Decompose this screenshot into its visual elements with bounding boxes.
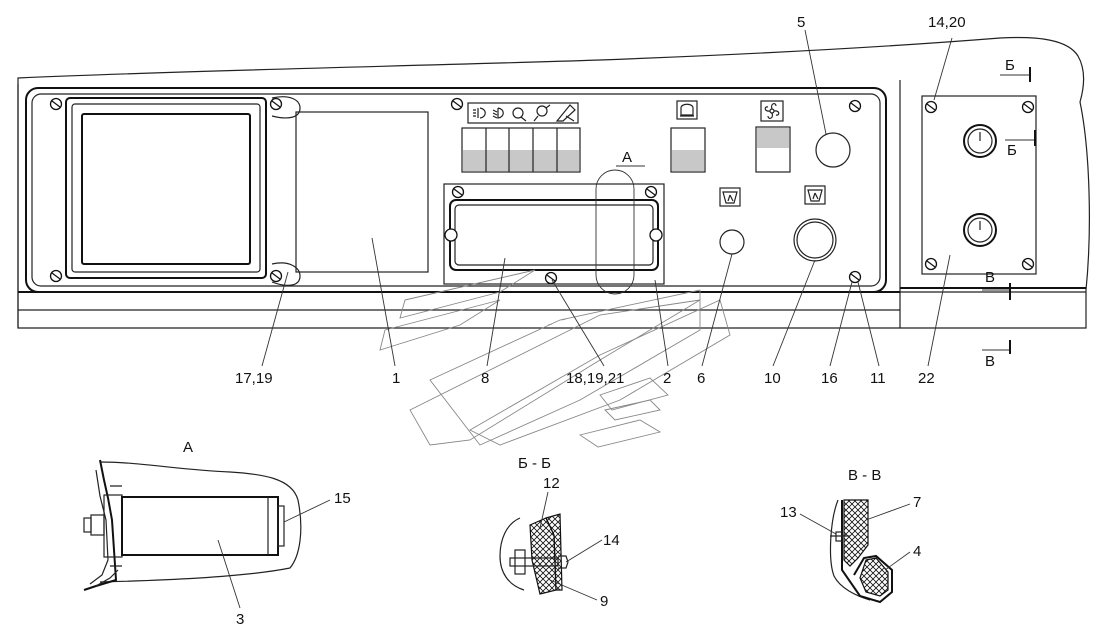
washer-icon <box>807 189 823 202</box>
callout-16: 16 <box>821 370 838 387</box>
detail-a-callout-3: 3 <box>236 611 244 628</box>
detail-vv-title: В - В <box>848 467 881 484</box>
light-switch-block <box>461 102 581 173</box>
callout-10: 10 <box>764 370 781 387</box>
detail-vv-callout-13: 13 <box>780 504 797 521</box>
section-v-mid: В <box>985 269 995 286</box>
section-b-mid: Б <box>1007 142 1017 159</box>
callout-22: 22 <box>918 370 935 387</box>
screw <box>848 270 862 284</box>
screw <box>924 100 938 114</box>
power-button-upper[interactable] <box>963 124 997 158</box>
callout-1: 1 <box>392 370 400 387</box>
screw <box>269 269 283 283</box>
instrument-plate <box>295 111 429 273</box>
callout-18-19-21: 18,19,21 <box>566 370 624 387</box>
callout-17-19: 17,19 <box>235 370 273 387</box>
power-button-lower[interactable] <box>963 213 997 247</box>
callout-11: 11 <box>870 370 886 387</box>
detail-bb-callout-12: 12 <box>543 475 560 492</box>
low-beam-icon <box>492 107 504 119</box>
screw <box>450 97 464 111</box>
callout-5: 5 <box>797 14 805 31</box>
section-b-top: Б <box>1005 57 1015 74</box>
screw <box>644 185 658 199</box>
work-light-icon <box>533 104 551 122</box>
section-markers: А Б Б В В <box>616 57 1036 370</box>
knob-5[interactable] <box>815 132 851 168</box>
callout-2: 2 <box>663 370 671 387</box>
detail-bb-callout-14: 14 <box>603 532 620 549</box>
beacon-icon <box>680 103 694 117</box>
screw <box>924 257 938 271</box>
leader-lines <box>261 29 953 367</box>
right-switch-panel <box>921 95 1037 275</box>
wiper-icon <box>555 104 576 122</box>
center-window <box>443 169 665 295</box>
screw <box>49 97 63 111</box>
screw <box>544 271 558 285</box>
washer-icon <box>722 191 738 204</box>
section-a-top: А <box>622 149 632 166</box>
display-unit <box>49 96 301 286</box>
detail-a-title: А <box>183 439 193 456</box>
screw <box>49 269 63 283</box>
exploded-projection <box>379 269 731 448</box>
detail-bb-title: Б - Б <box>518 455 551 472</box>
section-v-bottom: В <box>985 353 995 370</box>
detail-bb-callout-9: 9 <box>600 593 608 610</box>
screw <box>269 97 283 111</box>
detail-vv: В - В 13 7 4 <box>780 467 921 604</box>
button-10[interactable] <box>793 218 837 262</box>
fog-light-icon <box>512 107 527 122</box>
detail-vv-callout-4: 4 <box>913 543 921 560</box>
washer-indicator-right <box>804 185 826 205</box>
button-6[interactable] <box>719 229 745 255</box>
callout-6: 6 <box>697 370 705 387</box>
headlight-icon <box>473 107 486 119</box>
fan-icon <box>764 103 780 119</box>
detail-a: А 15 3 <box>83 439 351 628</box>
panel-body <box>17 36 1090 329</box>
screw <box>848 99 862 113</box>
beacon-switch[interactable] <box>670 100 706 173</box>
screw <box>1021 257 1035 271</box>
callout-labels: 17,19 1 8 18,19,21 2 6 10 16 11 22 5 14,… <box>235 14 966 387</box>
screw <box>451 185 465 199</box>
washer-indicator-left <box>719 187 741 207</box>
screw <box>1021 100 1035 114</box>
detail-a-callout-15: 15 <box>334 490 351 507</box>
detail-bb: Б - Б 12 14 9 <box>499 455 620 610</box>
detail-vv-callout-7: 7 <box>913 494 921 511</box>
callout-8: 8 <box>481 370 489 387</box>
callout-14-20: 14,20 <box>928 14 966 31</box>
fan-switch[interactable] <box>755 100 791 173</box>
